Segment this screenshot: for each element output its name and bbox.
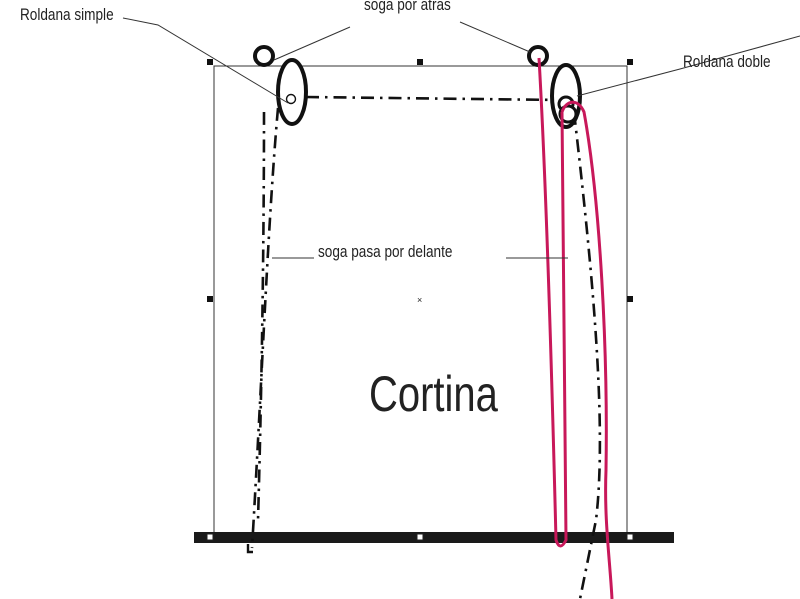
rope-behind-right-drop: [572, 111, 602, 599]
handle-middle-left: [207, 296, 213, 302]
label-cortina: Cortina: [369, 366, 499, 422]
rope-behind-hook: [246, 544, 253, 554]
handle-bottom-right: [626, 533, 634, 541]
rope-behind-top-run: [305, 95, 561, 102]
label-roldana-simple: Roldana simple: [20, 6, 114, 25]
label-soga-por-atras: soga por atras: [364, 0, 451, 14]
label-soga-pasa-por-delante: soga pasa por delante: [318, 243, 452, 262]
leader-soga-por-atras-right: [459, 21, 531, 53]
double-pulley: [550, 63, 582, 129]
bottom-rail: [194, 532, 674, 543]
rope-behind-left-drop: [250, 107, 280, 549]
handle-middle-right: [627, 296, 633, 302]
leader-soga-por-atras-left: [273, 26, 351, 61]
rope-front-left-strand: [537, 57, 568, 548]
rope-front: [537, 57, 614, 599]
rope-behind: [250, 95, 602, 599]
rope-front-right-strand: [560, 100, 614, 599]
handle-top-right: [627, 59, 633, 65]
selection-handles: [207, 59, 633, 302]
leader-lines: [122, 17, 800, 259]
single-pulley: [276, 58, 308, 126]
leader-roldana-simple: [122, 17, 289, 104]
handle-top-left: [207, 59, 213, 65]
top-ring-left: [253, 45, 275, 67]
single-pulley-axle: [285, 93, 297, 105]
label-roldana-doble: Roldana doble: [683, 53, 771, 72]
handle-bottom-middle: [416, 533, 424, 541]
leader-roldana-doble: [576, 35, 800, 97]
rope-behind-inner-left: [256, 111, 266, 521]
handle-top-middle: [417, 59, 423, 65]
handle-bottom-left: [206, 533, 214, 541]
center-mark: ×: [417, 295, 422, 305]
rail-handles: [206, 533, 634, 541]
single-pulley-body: [276, 58, 308, 126]
